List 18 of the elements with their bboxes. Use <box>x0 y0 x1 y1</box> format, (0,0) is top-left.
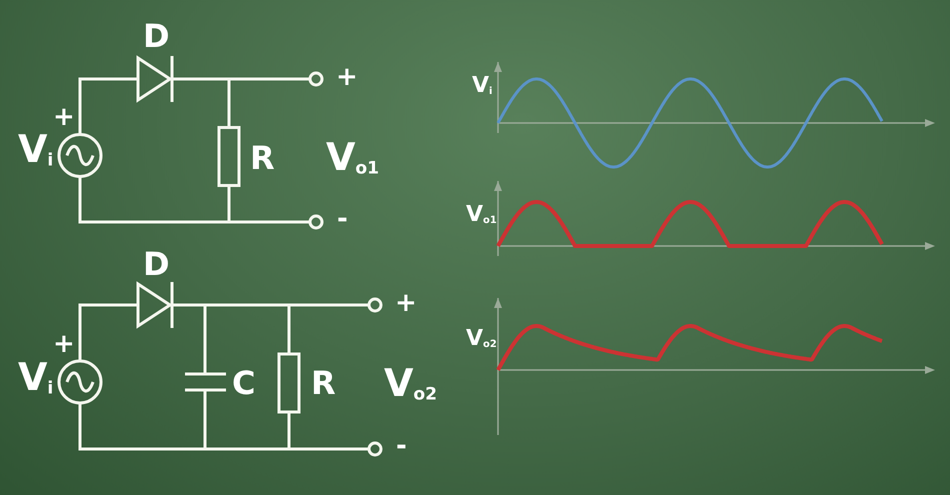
component-label: R <box>311 367 336 399</box>
component-label: R <box>250 142 275 174</box>
voltage-label: V$_{o1}$ <box>326 138 380 178</box>
axis-label: V$_{i}$ <box>472 75 492 97</box>
axis-label: V$_{o1}$ <box>466 204 497 226</box>
voltage-label: V$_{o2}$ <box>384 364 438 404</box>
polarity-sign: - <box>337 206 348 232</box>
component-label: D <box>143 248 170 280</box>
polarity-sign: + <box>53 104 75 130</box>
voltage-label: V$_{i}$ <box>18 358 54 398</box>
voltage-label: V$_{i}$ <box>18 130 54 170</box>
component-label: C <box>232 367 256 399</box>
polarity-sign: + <box>53 331 75 357</box>
polarity-sign: + <box>336 64 358 90</box>
component-label: D <box>143 20 170 52</box>
axis-label: V$_{o2}$ <box>466 328 497 350</box>
polarity-sign: - <box>396 433 407 459</box>
polarity-sign: + <box>395 290 417 316</box>
